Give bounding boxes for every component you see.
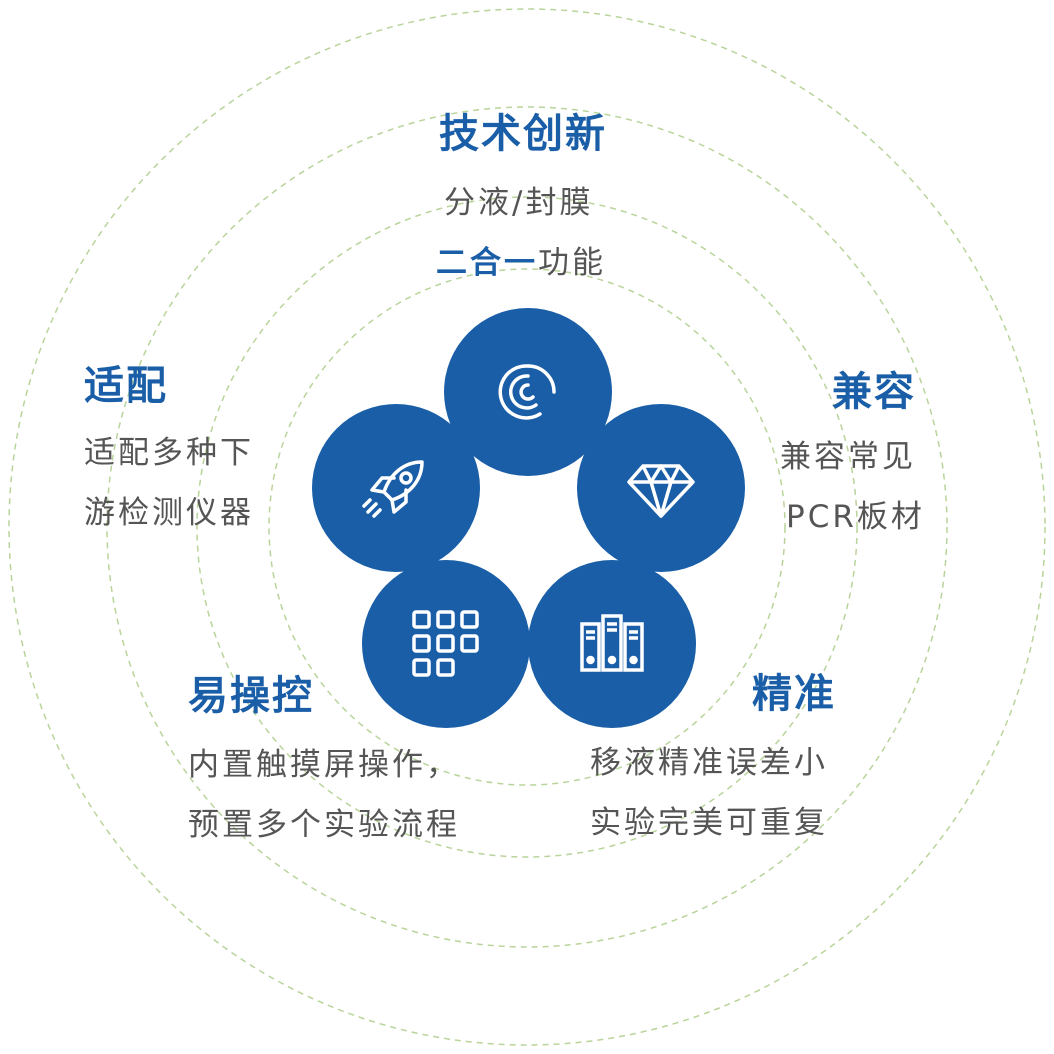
compatibility-title: 兼容 <box>832 369 916 415</box>
innovation-line2-rest: 功能 <box>538 245 606 281</box>
ease-line1: 内置触摸屏操作， <box>188 747 460 783</box>
radar-icon <box>498 364 556 420</box>
node-innovation <box>444 308 612 476</box>
node-ease <box>362 560 530 728</box>
rocket-icon <box>362 460 424 518</box>
keypad-grid-icon <box>412 610 479 677</box>
innovation-highlight: 二合一 <box>436 245 538 281</box>
diamond-icon <box>627 464 695 518</box>
node-precision <box>528 560 696 728</box>
adaptation-title: 适配 <box>84 363 168 409</box>
server-rack-icon <box>580 614 644 672</box>
precision-title: 精准 <box>752 671 836 717</box>
ring-outer <box>8 8 1046 1046</box>
ease-title: 易操控 <box>188 673 314 719</box>
ease-line2: 预置多个实验流程 <box>188 807 460 843</box>
ring-2 <box>196 196 858 858</box>
precision-line2: 实验完美可重复 <box>590 805 828 841</box>
ring-3 <box>106 106 948 948</box>
adaptation-line1: 适配多种下 <box>84 435 254 471</box>
precision-line1: 移液精准误差小 <box>590 745 828 781</box>
innovation-title: 技术创新 <box>439 111 607 157</box>
adaptation-line2: 游检测仪器 <box>84 495 254 531</box>
node-adaptation <box>312 404 480 572</box>
compatibility-line2: PCR板材 <box>786 499 925 535</box>
ring-inner <box>268 268 786 786</box>
innovation-line2: 二合一功能 <box>436 248 606 279</box>
innovation-line1: 分液/封膜 <box>444 185 594 221</box>
node-compatibility <box>577 404 745 572</box>
compatibility-line1: 兼容常见 <box>780 439 916 475</box>
